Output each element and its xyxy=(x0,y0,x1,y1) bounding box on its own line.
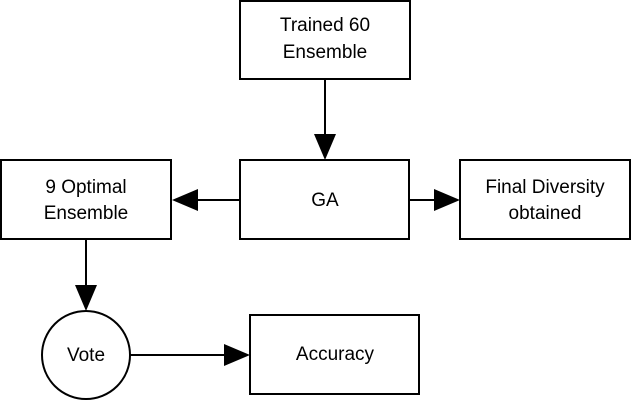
node-final-diversity-label-line1: Final Diversity xyxy=(485,177,605,198)
edge-vote-to-accuracy-arrowhead xyxy=(224,344,250,366)
edge-optimal-to-vote xyxy=(75,240,97,311)
node-optimal-ensemble-box xyxy=(0,159,172,240)
node-vote-label: Vote xyxy=(67,345,105,366)
node-trained-ensemble-label-line1: Trained 60 xyxy=(280,15,370,36)
node-trained-ensemble-box xyxy=(239,0,411,80)
node-final-diversity-label-line2: obtained xyxy=(509,203,582,224)
edge-trained-to-ga-arrowhead xyxy=(314,134,336,160)
node-ga: GA xyxy=(239,159,410,240)
node-final-diversity: Final Diversity obtained xyxy=(459,159,631,240)
edge-ga-to-optimal-arrowhead xyxy=(172,189,198,211)
node-trained-ensemble-label-line2: Ensemble xyxy=(283,42,368,63)
edge-ga-to-diversity xyxy=(409,189,460,211)
node-vote: Vote xyxy=(41,310,131,400)
node-trained-ensemble: Trained 60 Ensemble xyxy=(239,0,411,80)
node-accuracy-box xyxy=(249,314,420,395)
node-optimal-ensemble-label-line2: Ensemble xyxy=(44,203,129,224)
node-accuracy: Accuracy xyxy=(249,314,420,395)
edge-trained-to-ga xyxy=(314,80,336,160)
node-ga-box xyxy=(239,159,410,240)
node-ga-label: GA xyxy=(311,190,339,211)
edge-optimal-to-vote-arrowhead xyxy=(75,285,97,311)
edge-ga-to-optimal xyxy=(172,189,240,211)
node-optimal-ensemble: 9 Optimal Ensemble xyxy=(0,159,172,240)
node-accuracy-label: Accuracy xyxy=(296,344,375,365)
node-final-diversity-box xyxy=(459,159,631,240)
edge-ga-to-diversity-arrowhead xyxy=(434,189,460,211)
edge-vote-to-accuracy xyxy=(130,344,250,366)
node-optimal-ensemble-label-line1: 9 Optimal xyxy=(45,177,126,198)
